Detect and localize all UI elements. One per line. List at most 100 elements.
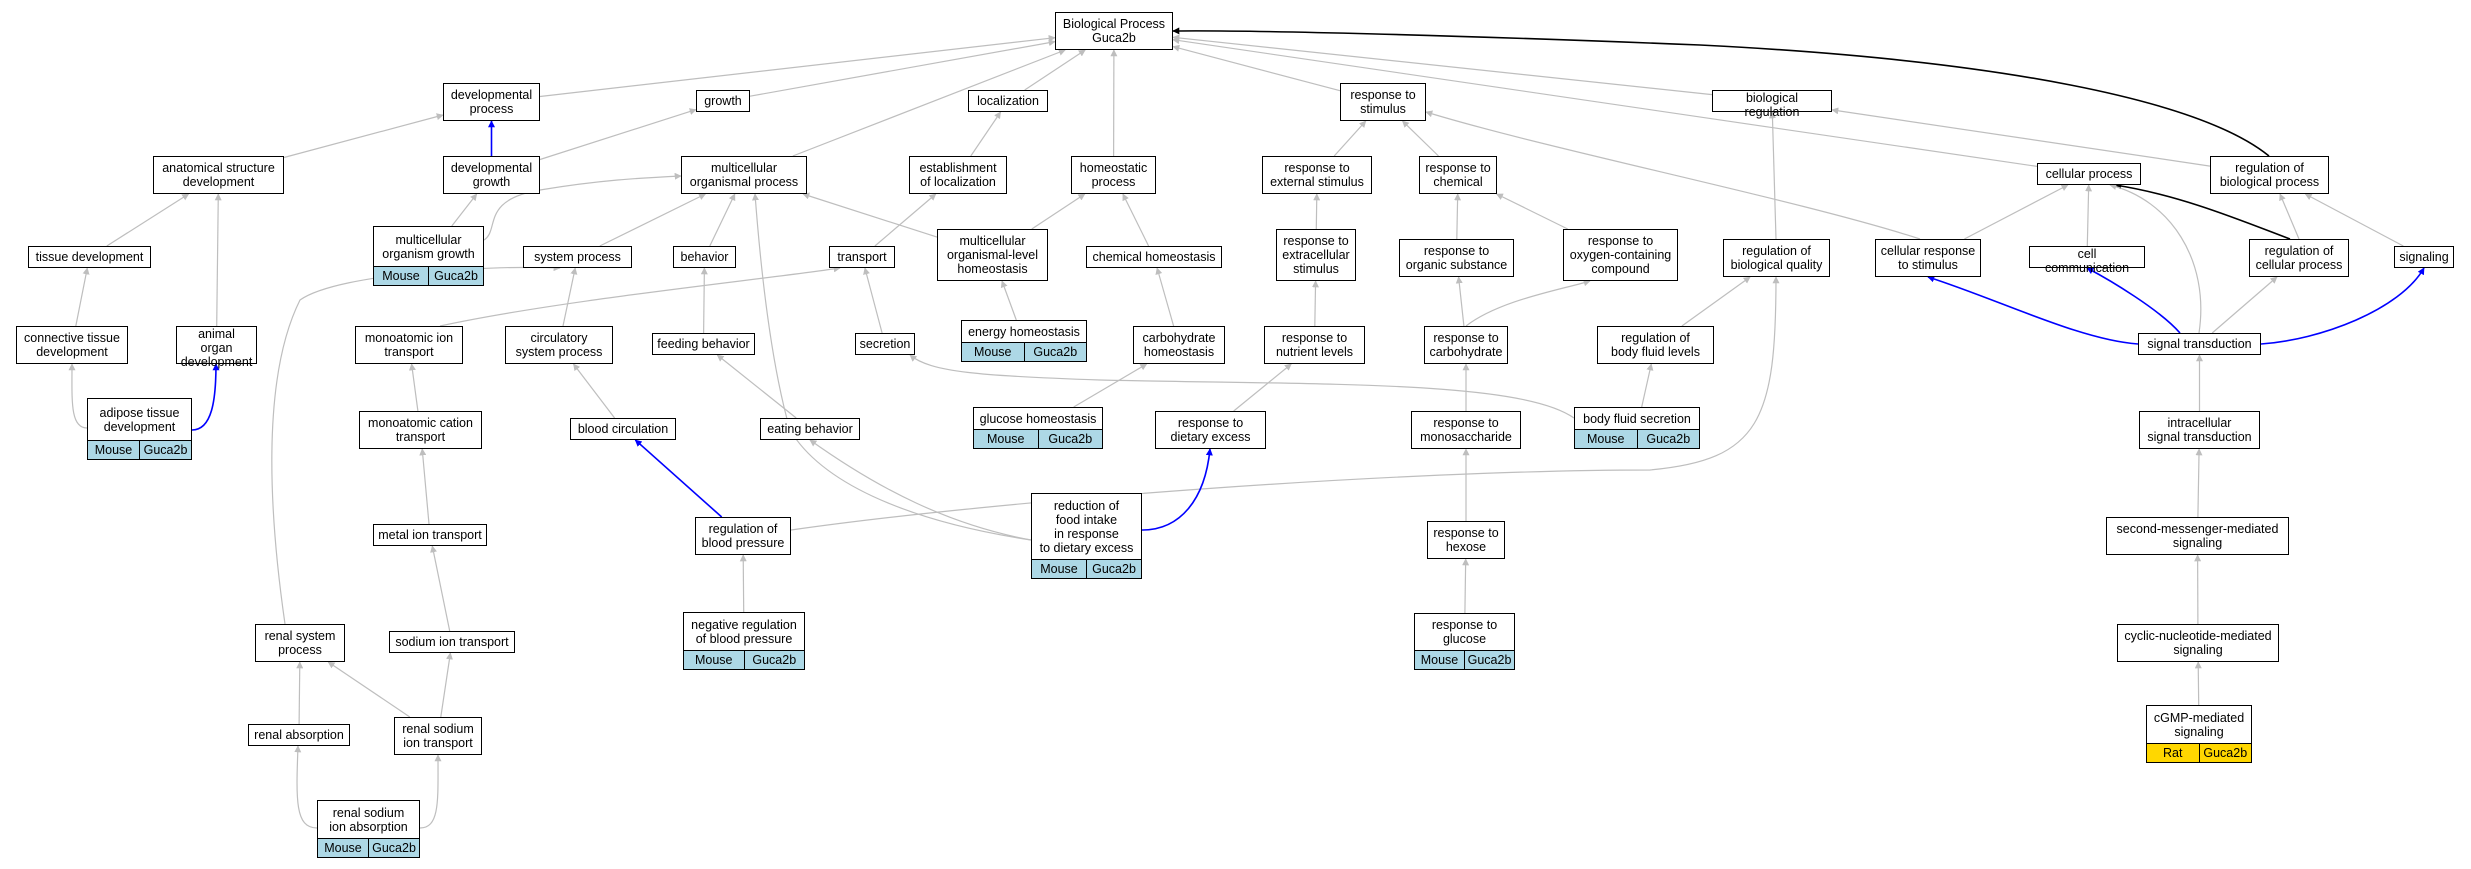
go-term-renal-sodium-tr[interactable]: renal sodium ion transport <box>394 717 482 755</box>
go-term-label: cyclic-nucleotide-mediated signaling <box>2124 629 2272 657</box>
edge-resp_diet-to-resp_nutr <box>1233 363 1292 412</box>
go-term-second-msg[interactable]: second-messenger-mediated signaling <box>2106 517 2289 555</box>
edge-signal_trans-to-cell_resp <box>1927 275 2139 345</box>
go-term-metal-ion[interactable]: metal ion transport <box>373 524 487 546</box>
go-term-signaling[interactable]: signaling <box>2394 246 2454 268</box>
edge-cell_proc-to-bp <box>1172 37 2038 167</box>
edge-behavior-to-multi_proc <box>709 193 736 247</box>
go-term-bp[interactable]: Biological Process Guca2b <box>1055 12 1173 50</box>
go-term-reg-cell-proc[interactable]: regulation of cellular process <box>2249 239 2349 277</box>
go-term-reg-bio-qual[interactable]: regulation of biological quality <box>1723 239 1830 277</box>
go-term-secretion[interactable]: secretion <box>855 333 915 355</box>
go-term-chem-homeo[interactable]: chemical homeostasis <box>1086 246 1222 268</box>
go-term-signal-trans[interactable]: signal transduction <box>2138 333 2261 355</box>
edge-cell_comm-to-cell_proc <box>2085 184 2093 247</box>
go-term-resp-carb[interactable]: response to carbohydrate <box>1424 326 1508 364</box>
edge-circ_sys-to-system_proc <box>562 267 578 327</box>
go-term-bio-reg[interactable]: biological regulation <box>1712 90 1832 119</box>
go-term-transport[interactable]: transport <box>829 246 895 268</box>
edge-secretion-to-transport <box>863 267 883 334</box>
edge-renal_sodium_abs-to-renal_sodium_tr <box>419 754 442 829</box>
go-term-anat-dev[interactable]: anatomical structure development <box>153 156 284 194</box>
gene-tag: Guca2b <box>2198 744 2251 762</box>
go-term-resp-extra[interactable]: response to extracellular stimulus <box>1276 229 1356 281</box>
go-term-label: connective tissue development <box>24 331 120 359</box>
go-term-reg-bio-proc[interactable]: regulation of biological process <box>2210 156 2329 194</box>
go-term-label: animal organ development <box>180 327 253 369</box>
go-term-growth[interactable]: growth <box>696 90 750 112</box>
go-term-resp-stimulus[interactable]: response to stimulus <box>1340 83 1426 121</box>
go-term-reg-body-fluid[interactable]: regulation of body fluid levels <box>1597 326 1714 364</box>
go-term-resp-org[interactable]: response to organic substance <box>1399 239 1514 277</box>
go-term-resp-ext[interactable]: response to external stimulus <box>1262 156 1372 194</box>
go-term-resp-mono[interactable]: response to monosaccharide <box>1411 411 1521 449</box>
go-term-label: circulatory system process <box>515 331 603 359</box>
go-term-estab-loc[interactable]: establishment of localization <box>909 156 1007 194</box>
go-term-label: behavior <box>680 250 729 264</box>
go-term-system-proc[interactable]: system process <box>523 246 632 268</box>
go-term-reduction[interactable]: reduction of food intake in response to … <box>1031 493 1142 579</box>
go-term-label: glucose homeostasis <box>979 411 1097 426</box>
go-term-blood-circ[interactable]: blood circulation <box>570 418 676 440</box>
go-term-resp-nutr[interactable]: response to nutrient levels <box>1264 326 1365 364</box>
edge-carb_homeo-to-chem_homeo <box>1155 267 1175 327</box>
go-term-homeo-proc[interactable]: homeostatic process <box>1071 156 1156 194</box>
species-tag: Mouse <box>962 343 1024 361</box>
species-tag: Mouse <box>318 839 368 857</box>
go-term-renal-abs[interactable]: renal absorption <box>248 724 350 746</box>
edge-bio_reg-to-bp <box>1172 34 1713 96</box>
go-term-label: renal sodium ion transport <box>402 722 474 750</box>
go-term-cell-resp[interactable]: cellular response to stimulus <box>1875 239 1981 277</box>
go-term-multi-proc[interactable]: multicellular organismal process <box>681 156 807 194</box>
go-term-animal-organ[interactable]: animal organ development <box>176 326 257 369</box>
go-term-carb-homeo[interactable]: carbohydrate homeostasis <box>1133 326 1225 364</box>
go-term-tissue-dev[interactable]: tissue development <box>28 246 151 268</box>
edge-reg_bio_proc-to-bp <box>1172 27 2270 157</box>
go-term-resp-diet[interactable]: response to dietary excess <box>1155 411 1266 449</box>
go-term-resp-chem[interactable]: response to chemical <box>1419 156 1497 194</box>
go-term-dev-growth[interactable]: developmental growth <box>443 156 540 194</box>
go-term-label: reduction of food intake in response to … <box>1039 498 1134 555</box>
go-term-renal-sys[interactable]: renal system process <box>255 624 345 662</box>
go-term-eating[interactable]: eating behavior <box>760 418 860 440</box>
go-term-resp-hexose[interactable]: response to hexose <box>1427 521 1505 559</box>
go-term-localization[interactable]: localization <box>968 90 1048 112</box>
go-term-behavior[interactable]: behavior <box>673 246 736 268</box>
go-term-circ-sys[interactable]: circulatory system process <box>505 326 613 364</box>
go-term-sodium-ion[interactable]: sodium ion transport <box>389 631 515 653</box>
go-term-label: cGMP-mediated signaling <box>2153 710 2245 739</box>
edge-dev_growth-to-growth <box>539 108 697 161</box>
go-term-reg-bp[interactable]: regulation of blood pressure <box>695 517 791 555</box>
edge-body_fluid_sec-to-secretion <box>909 354 1575 419</box>
go-term-mono-ion[interactable]: monoatomic ion transport <box>355 326 463 364</box>
gene-tag: Guca2b <box>1023 343 1086 361</box>
go-term-conn-tissue[interactable]: connective tissue development <box>16 326 128 364</box>
go-term-multi-homeo[interactable]: multicellular organismal-level homeostas… <box>937 229 1048 281</box>
go-term-label: feeding behavior <box>657 337 750 351</box>
go-term-intra-signal[interactable]: intracellular signal transduction <box>2139 411 2260 449</box>
edge-reduction-to-resp_diet <box>1141 448 1213 531</box>
go-term-label: energy homeostasis <box>968 324 1080 339</box>
edge-eating-to-feeding <box>716 354 797 419</box>
go-term-feeding[interactable]: feeding behavior <box>652 333 755 355</box>
go-term-resp-oxy[interactable]: response to oxygen-containing compound <box>1563 229 1678 281</box>
go-term-label: response to organic substance <box>1405 244 1508 272</box>
go-term-cyclic-nuc[interactable]: cyclic-nucleotide-mediated signaling <box>2117 624 2279 662</box>
species-tag: Rat <box>2147 744 2199 762</box>
go-term-cell-comm[interactable]: cell communication <box>2029 246 2145 275</box>
go-term-cell-proc[interactable]: cellular process <box>2037 163 2141 185</box>
go-term-dev-process[interactable]: developmental process <box>443 83 540 121</box>
go-term-mono-cation[interactable]: monoatomic cation transport <box>359 411 482 449</box>
